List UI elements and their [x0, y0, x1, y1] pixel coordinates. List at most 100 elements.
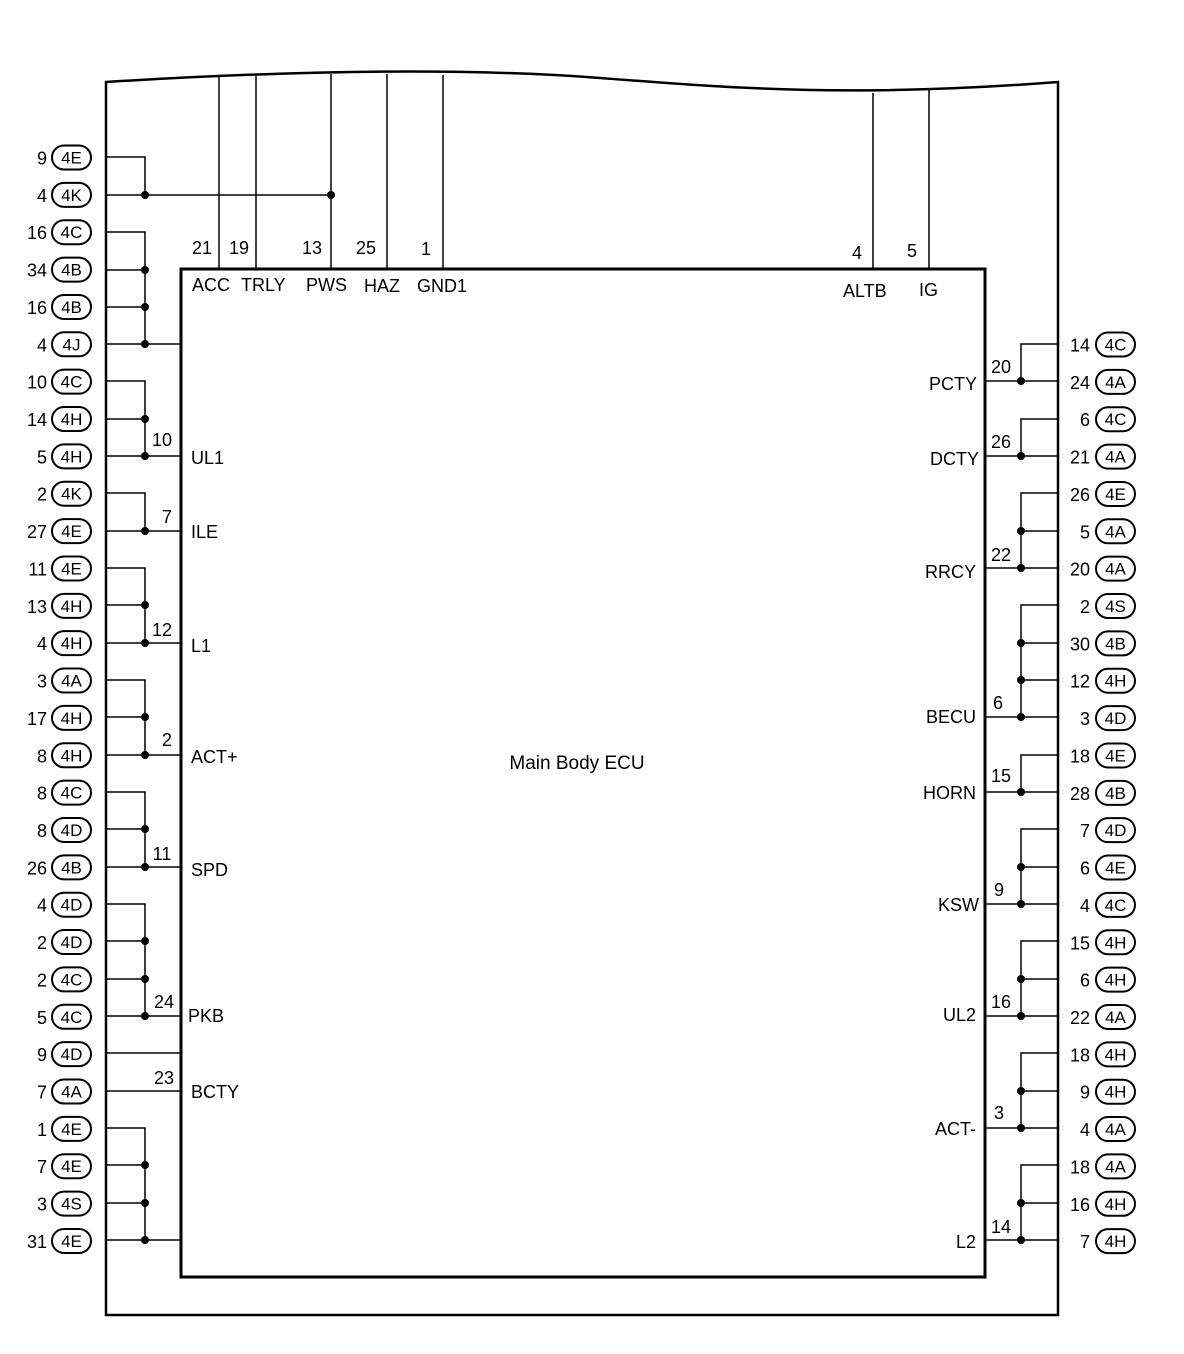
connector-pill: [51, 331, 92, 358]
pin-number: 4: [852, 243, 862, 263]
junction-dot: [141, 713, 149, 721]
left-wire: [106, 679, 146, 755]
connector-pin-number: 18: [1070, 746, 1090, 766]
connector-pill: [1095, 779, 1136, 806]
connector-id: 4D: [61, 821, 83, 840]
connector-id: 4H: [1105, 971, 1127, 990]
connector-pin-number: 14: [27, 410, 47, 430]
connector-pin-number: 16: [1070, 1195, 1090, 1215]
connector-id: 4B: [61, 261, 82, 280]
connector-pill: [1095, 555, 1136, 582]
connector-pill: [51, 1115, 92, 1142]
connector-pill: [1095, 331, 1136, 358]
connector-pill: [1095, 1116, 1136, 1143]
junction-dot: [141, 975, 149, 983]
connector-id: 4A: [61, 672, 82, 691]
connector-pin-number: 34: [27, 261, 47, 281]
connector-pill: [51, 704, 92, 731]
connector-pill: [51, 518, 92, 545]
connector-pill: [51, 293, 92, 320]
connector-pin-number: 4: [37, 634, 47, 654]
pin-number: 26: [991, 432, 1011, 452]
connector-id: 4C: [61, 1008, 83, 1027]
pin-number: 24: [154, 992, 174, 1012]
left-wire: [106, 156, 146, 195]
connector-pill: [51, 1190, 92, 1217]
connector-pin-number: 7: [1080, 1232, 1090, 1252]
left-wire: [106, 231, 146, 344]
connector-id: 4H: [61, 746, 83, 765]
junction-dot: [327, 191, 335, 199]
junction-dot: [1017, 713, 1025, 721]
connector-pin-number: 4: [37, 186, 47, 206]
junction-dot: [1017, 863, 1025, 871]
connector-pill: [1095, 929, 1136, 956]
ecu-title: Main Body ECU: [509, 753, 644, 774]
connector-id: 4C: [1105, 410, 1127, 429]
connector-id: 4C: [61, 223, 83, 242]
junction-dot: [141, 863, 149, 871]
left-wire: [106, 791, 146, 867]
connector-id: 4A: [1105, 448, 1126, 467]
connector-id: 4H: [1105, 1232, 1127, 1251]
connector-id: 4E: [61, 1232, 82, 1251]
connector-pin-number: 2: [37, 970, 47, 990]
connector-id: 4E: [1105, 485, 1126, 504]
connector-pin-number: 6: [1080, 971, 1090, 991]
connector-id: 4E: [1105, 859, 1126, 878]
connector-id: 4A: [61, 1083, 82, 1102]
connector-id: 4D: [1105, 709, 1127, 728]
ecu-box: [179, 267, 987, 1279]
pin-number: 20: [991, 357, 1011, 377]
top-pins: [106, 74, 930, 269]
connector-pin-number: 22: [1070, 1008, 1090, 1028]
junction-dot: [1017, 788, 1025, 796]
connector-pin-number: 12: [1070, 672, 1090, 692]
signal-label: KSW: [938, 895, 979, 915]
signal-label: TRLY: [241, 275, 286, 295]
connector-pin-number: 17: [27, 709, 47, 729]
pin-number: 5: [907, 241, 917, 261]
connector-id: 4S: [1105, 597, 1126, 616]
connector-id: 4B: [61, 858, 82, 877]
connector-pill: [51, 555, 92, 582]
connector-pin-number: 8: [37, 746, 47, 766]
connector-callout: 7 4H: [1080, 1228, 1136, 1255]
right-wire: [1020, 604, 1058, 717]
connector-pin-number: 26: [1070, 485, 1090, 505]
connector-id: 4B: [1105, 784, 1126, 803]
connector-pin-number: 6: [1080, 859, 1090, 879]
junction-dot: [141, 1199, 149, 1207]
connector-callout: 8 4H: [37, 742, 92, 769]
signal-label: IG: [919, 280, 938, 300]
junction-dot: [1017, 1199, 1025, 1207]
junction-dot: [141, 751, 149, 759]
connector-pin-number: 20: [1070, 560, 1090, 580]
connector-id: 4C: [61, 373, 83, 392]
connector-id: 4J: [63, 335, 81, 354]
connector-id: 4C: [61, 784, 83, 803]
connector-pill: [51, 779, 92, 806]
right-wire: [1020, 343, 1058, 381]
connector-id: 4H: [1105, 1195, 1127, 1214]
pin-number: 2: [162, 730, 172, 750]
pin-number: 13: [302, 238, 322, 258]
junction-dot: [1017, 1087, 1025, 1095]
